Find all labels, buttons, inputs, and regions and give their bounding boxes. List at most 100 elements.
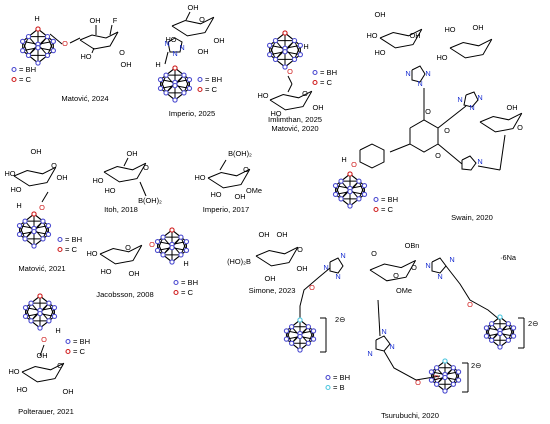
atom-ho: HO: [10, 185, 21, 194]
legend-c-text: = C: [73, 347, 86, 356]
cage-vertex: [442, 388, 448, 394]
atom-ho: HO: [210, 190, 221, 199]
label-polterauer-2021: Polterauer, 2021: [18, 407, 74, 416]
cage-vertex: [428, 369, 435, 375]
cage-vertex: [35, 45, 41, 51]
atom-oh: OH: [62, 387, 73, 396]
atom-oh: OH: [234, 192, 245, 201]
cage-vertex: [181, 90, 187, 96]
cage-vertex: [428, 377, 435, 383]
atom-ho: HO: [165, 35, 176, 44]
cage-vertex: [488, 321, 495, 327]
cage-vertex: [35, 60, 41, 66]
cage-vertex: [510, 333, 517, 339]
cage-vertex: [288, 324, 295, 330]
label-imperio-2025: Imperio, 2025: [169, 109, 215, 118]
atom-o: O: [435, 151, 441, 160]
cage-vertex: [183, 238, 190, 245]
atom-n: N: [323, 263, 328, 272]
atom-o: O: [393, 271, 399, 280]
atom-o: O: [517, 123, 523, 132]
atom-n: N: [425, 261, 430, 270]
cage-vertex: [505, 321, 512, 327]
atom-o: O: [51, 161, 57, 170]
cage-vertex: [347, 171, 353, 177]
cage-vertex: [37, 293, 43, 299]
atom-o: O: [351, 160, 357, 169]
cage-vertex: [305, 340, 312, 346]
cage-vertex: [297, 42, 304, 49]
cage-vertex: [505, 337, 512, 343]
legend-c-swatch: [197, 86, 203, 93]
legend-bh-swatch: [11, 66, 17, 73]
atom-oh: OH: [89, 16, 100, 25]
legend-c-swatch: [325, 384, 331, 391]
cage-vertex: [183, 247, 190, 254]
cage-vertex: [40, 218, 46, 224]
cage-vertex: [338, 196, 344, 202]
cage-vertex: [297, 347, 303, 353]
atom-h: H: [303, 42, 308, 51]
atom-h: H: [34, 14, 39, 23]
cage-vertex: [35, 26, 41, 32]
atom-oh: OH: [126, 149, 137, 158]
atom-oh: OH: [296, 264, 307, 273]
label-imperio-2017: Imperio, 2017: [203, 205, 249, 214]
legend-c-text: = C: [181, 288, 194, 297]
cage-vertex: [178, 252, 184, 258]
atom-o: O: [125, 243, 131, 252]
cage-vertex: [169, 259, 175, 265]
atom-oh: OH: [506, 103, 517, 112]
cage-vertex: [361, 191, 368, 198]
charge-2minus: 2⊖: [471, 361, 481, 370]
cage-vertex: [16, 222, 23, 229]
cage-vertex: [356, 196, 362, 202]
cage-vertex: [291, 37, 298, 44]
atom-n: N: [469, 103, 474, 112]
atom-oh: OH: [276, 230, 287, 239]
atom-oh: OH: [187, 3, 198, 12]
atom-h: H: [155, 60, 160, 69]
cage-vertex: [442, 358, 448, 364]
cage-vertex: [46, 318, 52, 324]
atom-boh2: B(OH)₂: [138, 196, 162, 205]
atom-n: N: [381, 327, 386, 336]
atom-o: O: [371, 249, 377, 258]
legend-bh-text: = BH: [205, 75, 222, 84]
label-matovic-2024: Matović, 2024: [61, 94, 108, 103]
legend-bh-swatch: [173, 279, 179, 286]
atom-o: O: [57, 361, 63, 370]
cage-vertex: [283, 336, 290, 342]
cage-vertex: [51, 313, 58, 320]
atom-o: O: [433, 373, 439, 382]
atom-n: N: [417, 79, 422, 88]
cage-vertex: [282, 64, 288, 70]
atom-ho: HO: [100, 267, 111, 276]
label-jacobsson-2008: Jacobsson, 2008: [96, 290, 153, 299]
atom-oh: OH: [36, 351, 47, 360]
atom-oh: OH: [472, 23, 483, 32]
charge-2minus: 2⊖: [528, 319, 538, 328]
atom-n: N: [477, 157, 482, 166]
cage-vertex: [272, 56, 279, 63]
legend-bh-swatch: [312, 69, 318, 76]
cage-vertex: [44, 33, 51, 40]
cage-vertex: [347, 203, 353, 209]
cage-vertex: [305, 324, 312, 330]
legend-bh-text: = BH: [73, 337, 90, 346]
atom-oh: OH: [409, 31, 420, 40]
legend-bh-swatch: [373, 196, 379, 203]
atom-o: O: [444, 126, 450, 135]
cage-vertex: [163, 72, 169, 78]
cage-vertex: [45, 222, 52, 229]
cage-vertex: [178, 234, 184, 240]
cage-vertex: [25, 52, 32, 59]
legend-bh-text: = BH: [65, 235, 82, 244]
cage-vertex: [310, 336, 317, 342]
